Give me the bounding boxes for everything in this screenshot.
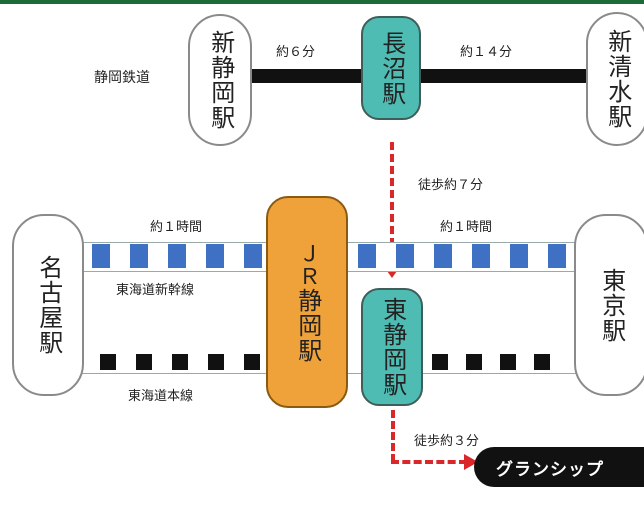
shinkansen-track-segment (358, 244, 376, 268)
right-arrow-icon (464, 454, 478, 470)
honsen-track-segment (500, 354, 516, 370)
shinkansen-label: 東海道新幹線 (116, 283, 195, 298)
time-nagoya-shizuoka: 約１時間 (150, 220, 203, 235)
station-shin-shizuoka: 新静岡駅 (188, 14, 252, 146)
shinkansen-track-segment (244, 244, 262, 268)
station-naganuma: 長沼駅 (361, 16, 421, 120)
station-jr-shizuoka: ＪＲ 静岡駅 (266, 196, 348, 408)
time-shin-shizuoka-naganuma: 約６分 (276, 45, 316, 60)
shizuoka-railway-label: 静岡鉄道 (94, 70, 150, 86)
shinkansen-track-segment (168, 244, 186, 268)
station-higashi-shizuoka-label: 東静岡駅 (378, 297, 407, 397)
honsen-track-segment (244, 354, 260, 370)
station-nagoya-label: 名古屋駅 (34, 255, 63, 355)
station-higashi-shizuoka: 東静岡駅 (361, 288, 423, 406)
shinkansen-track-segment (548, 244, 566, 268)
honsen-track-segment (100, 354, 116, 370)
walk-path-higashi-vertical (391, 410, 395, 462)
station-shin-shimizu-label: 新清水駅 (603, 29, 632, 129)
shinkansen-track-segment (510, 244, 528, 268)
walk-time-naganuma: 徒歩約７分 (418, 178, 484, 193)
honsen-track-segment (136, 354, 152, 370)
station-tokyo-label: 東京駅 (597, 267, 626, 343)
honsen-track-segment (172, 354, 188, 370)
destination-label: グランシップ (496, 459, 604, 480)
shinkansen-track-segment (92, 244, 110, 268)
honsen-track-segment (466, 354, 482, 370)
top-bar (0, 0, 644, 4)
shinkansen-track-segment (434, 244, 452, 268)
station-shin-shimizu: 新清水駅 (586, 12, 644, 146)
station-jr-shizuoka-jr-label: ＪＲ (294, 241, 320, 288)
time-shizuoka-tokyo: 約１時間 (440, 220, 493, 235)
walk-path-naganuma (390, 142, 394, 270)
walk-time-higashi: 徒歩約３分 (414, 434, 480, 449)
station-shin-shizuoka-label: 新静岡駅 (206, 30, 235, 130)
honsen-track-segment (534, 354, 550, 370)
station-naganuma-label: 長沼駅 (377, 30, 406, 106)
station-nagoya: 名古屋駅 (12, 214, 84, 396)
honsen-track-segment (432, 354, 448, 370)
shinkansen-track-segment (396, 244, 414, 268)
destination-granship: グランシップ (474, 447, 644, 487)
honsen-track-segment (208, 354, 224, 370)
station-tokyo: 東京駅 (574, 214, 644, 396)
time-naganuma-shin-shimizu: 約１４分 (460, 45, 513, 60)
walk-path-higashi-horizontal (391, 460, 467, 464)
station-jr-shizuoka-label: 静岡駅 (293, 287, 322, 363)
shinkansen-track-segment (206, 244, 224, 268)
honsen-label: 東海道本線 (128, 389, 194, 404)
shinkansen-track-segment (130, 244, 148, 268)
shinkansen-track-segment (472, 244, 490, 268)
